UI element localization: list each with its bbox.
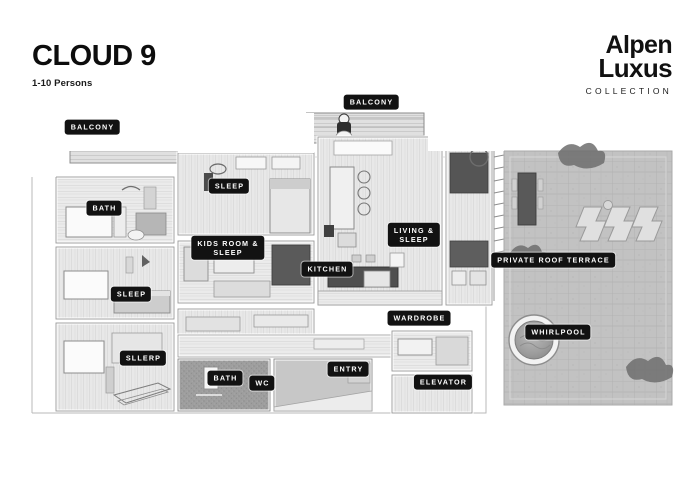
room-label-bath-upper: BATH [86,200,122,216]
room-label-sleep-top: SLEEP [208,178,250,194]
room-label-whirlpool: WHIRLPOOL [525,324,591,340]
brand-line-alpen: Alpen [605,31,673,59]
title-block: CLOUD 9 1-10 Persons [32,40,156,90]
brand-collection-label: COLLECTION [585,85,672,96]
brand-logo: Alpen Luxus COLLECTION [585,31,673,96]
kitchen-area [316,135,444,307]
room-label-wc: WC [249,375,275,391]
roof-terrace-area [503,142,674,406]
occupancy-subtitle: 1-10 Persons [32,78,93,89]
living-sleep-area [444,135,505,307]
room-label-wardrobe: WARDROBE [387,310,451,326]
plan-svg [18,95,674,420]
room-label-balcony-left: BALCONY [64,119,120,135]
room-label-roof-terrace: PRIVATE ROOF TERRACE [491,252,615,268]
whirlpool-basin [508,314,560,366]
room-label-living-sleep: LIVING & SLEEP [387,222,441,248]
room-label-entry: ENTRY [327,361,369,377]
page-title: CLOUD 9 [32,40,156,72]
brand-line-luxus: Luxus [598,53,672,83]
room-label-bath-lower: BATH [207,370,243,386]
room-label-kids-room: KIDS ROOM & SLEEP [191,235,265,261]
room-label-sleep-bottom: SLLERP [119,350,167,366]
room-label-sleep-left: SLEEP [110,286,152,302]
room-label-balcony-top: BALCONY [343,94,399,110]
room-label-kitchen: KITCHEN [301,261,353,277]
floor-plan-drawing: BALCONY BALCONY BATH SLEEP SLEEP KIDS RO… [18,94,682,420]
room-label-elevator: ELEVATOR [413,374,473,390]
wardrobe-area [390,329,474,373]
sleep-top-room [176,151,316,237]
